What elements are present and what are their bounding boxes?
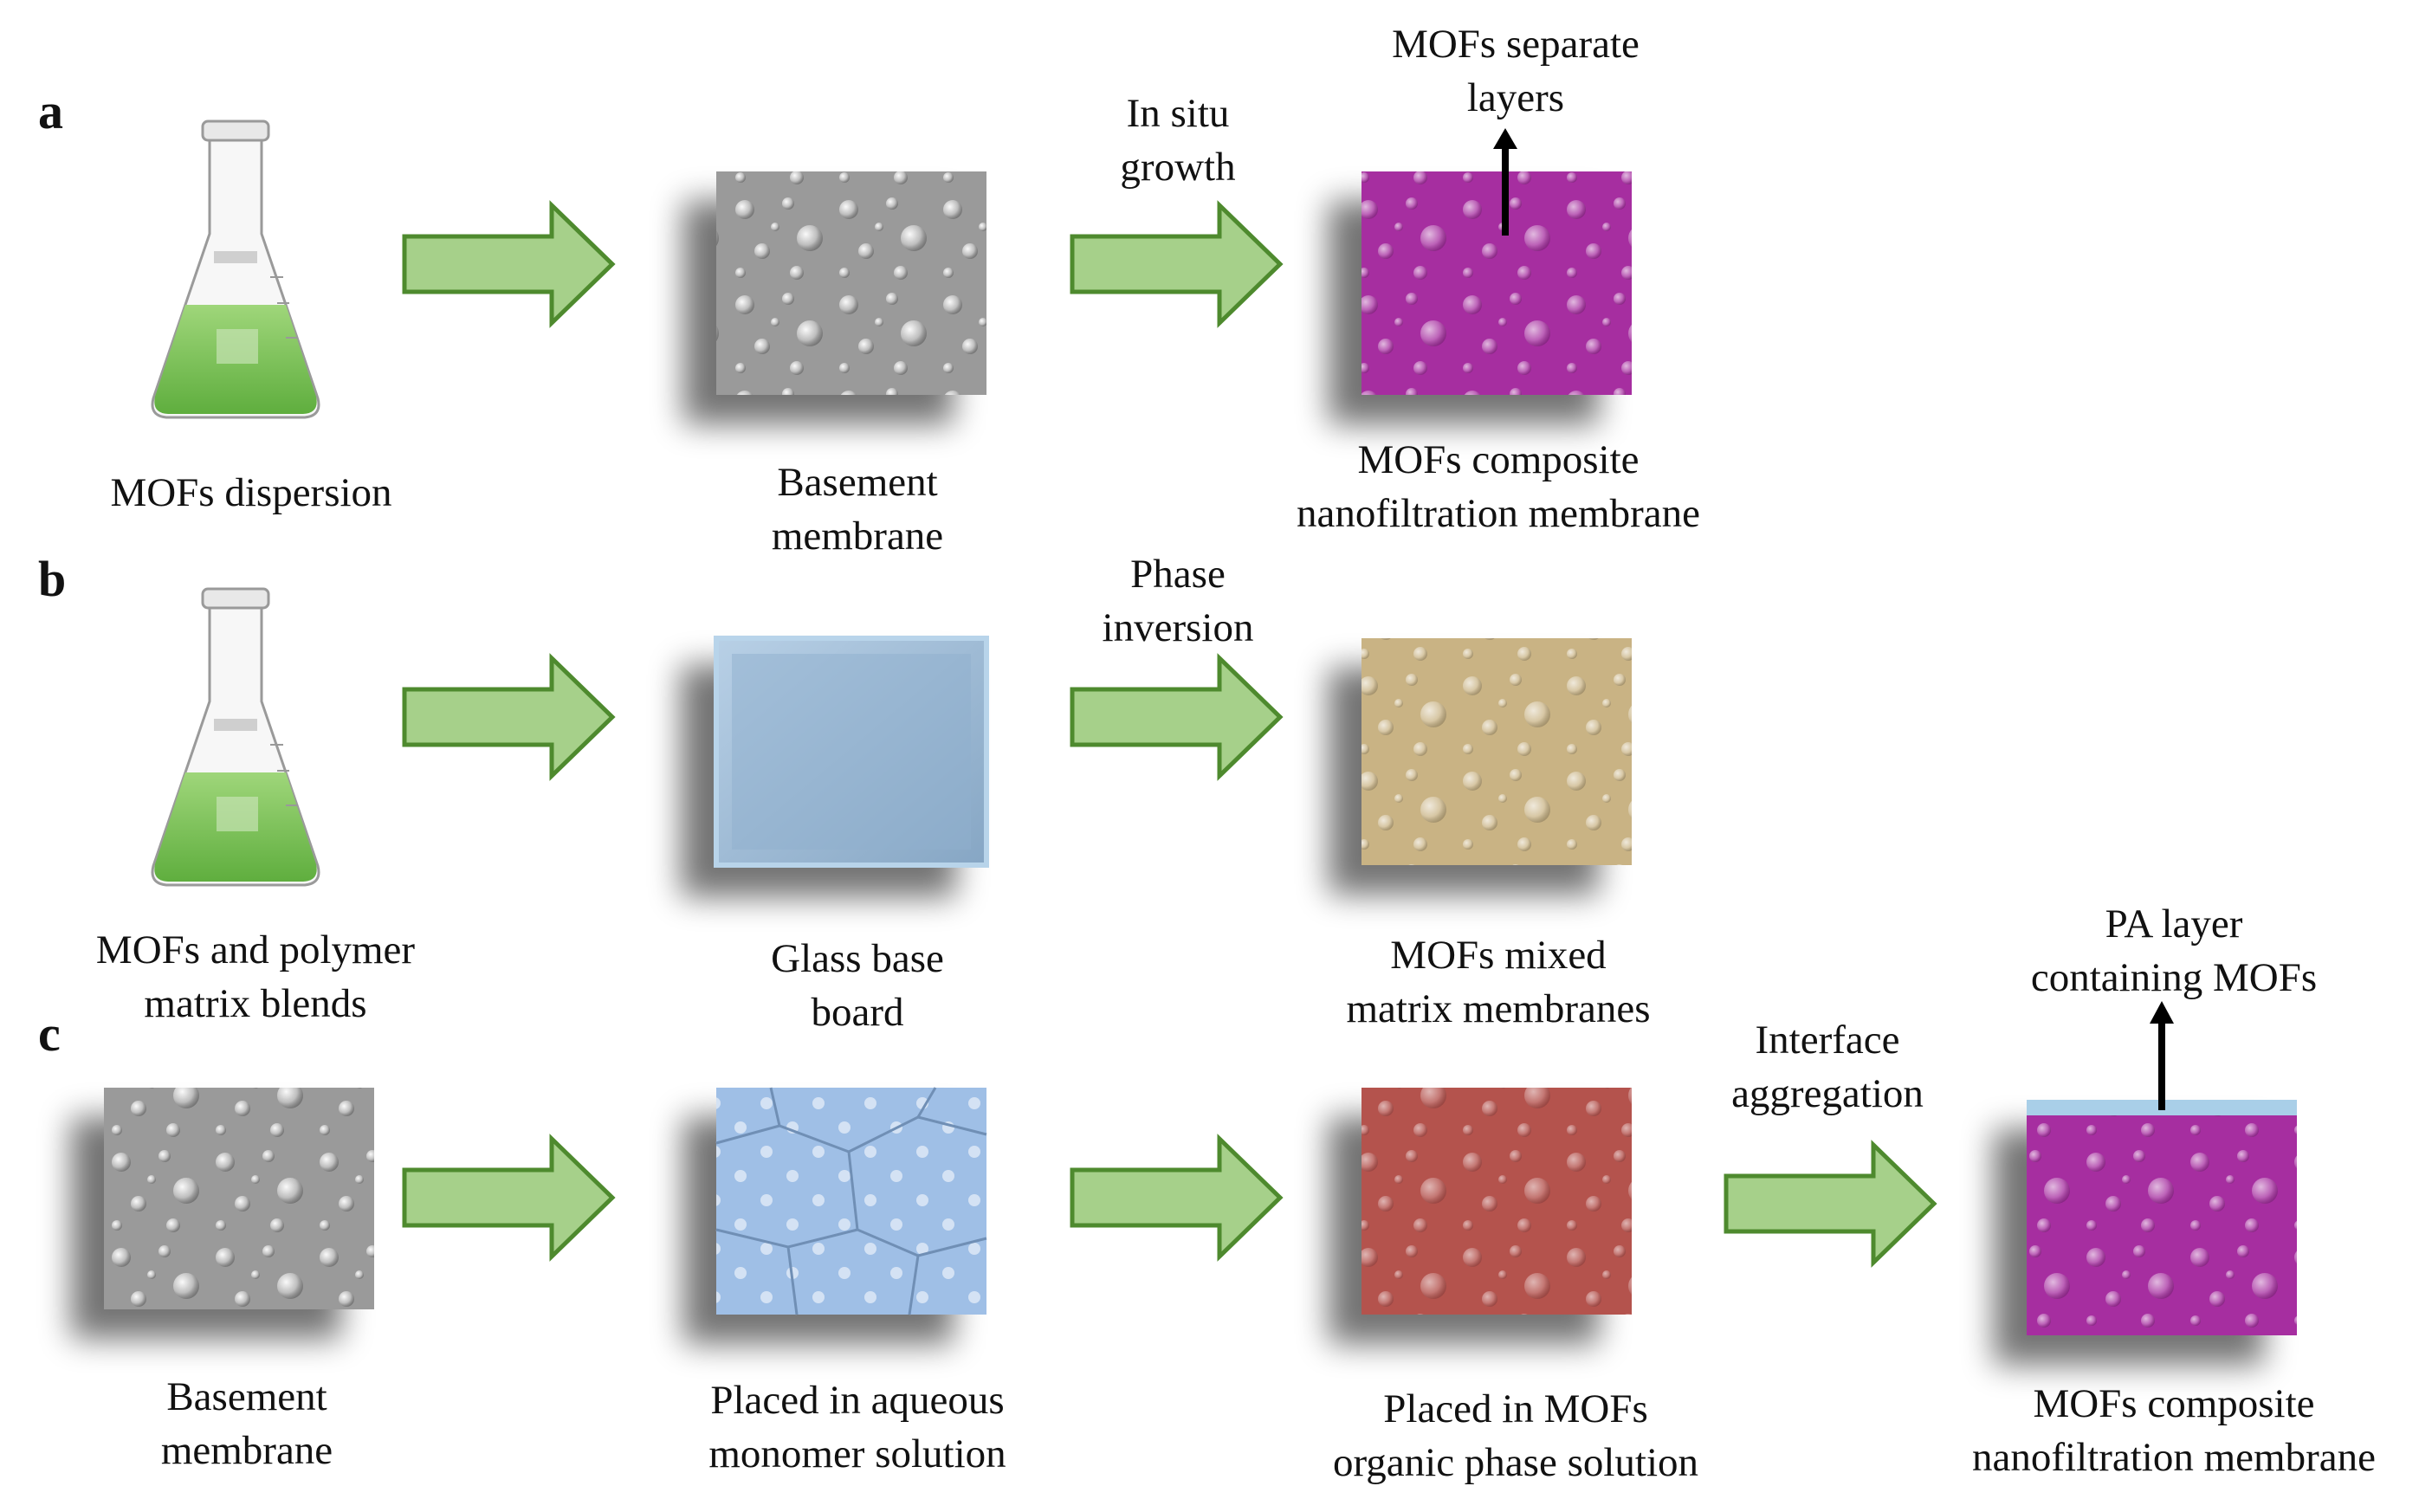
row-a-flask [151, 120, 320, 419]
row-b-arrow-1 [404, 658, 612, 776]
caption-mofs-dispersion: MOFs dispersion [110, 470, 392, 515]
panel-label-a: a [38, 83, 63, 139]
row-c-arrow-3 [1726, 1145, 1934, 1263]
row-a-basement-membrane [716, 171, 986, 395]
row-b-flask [151, 587, 320, 887]
row-a-arrow-2 [1072, 205, 1280, 323]
row-c-arrow-1 [404, 1139, 612, 1257]
row-c-organic-phase-membrane [1361, 1088, 1632, 1315]
row-c-basement-membrane [104, 1088, 374, 1309]
panel-label-c: c [38, 1005, 61, 1062]
row-a-callout-arrow [1493, 128, 1517, 236]
row-c-mof-composite-membrane [2027, 1100, 2297, 1335]
row-b-arrow-2 [1072, 658, 1280, 776]
row-a-arrow-1 [404, 205, 612, 323]
panel-label-b: b [38, 551, 67, 607]
row-a-mof-composite-membrane [1361, 171, 1632, 395]
row-c-arrow-2 [1072, 1139, 1280, 1257]
row-c-aqueous-monomer-membrane [715, 1087, 987, 1315]
row-c-callout-arrow [2150, 1001, 2174, 1110]
row-b-glass-base-board [714, 636, 989, 868]
row-b-mixed-matrix-membrane [1361, 638, 1632, 865]
